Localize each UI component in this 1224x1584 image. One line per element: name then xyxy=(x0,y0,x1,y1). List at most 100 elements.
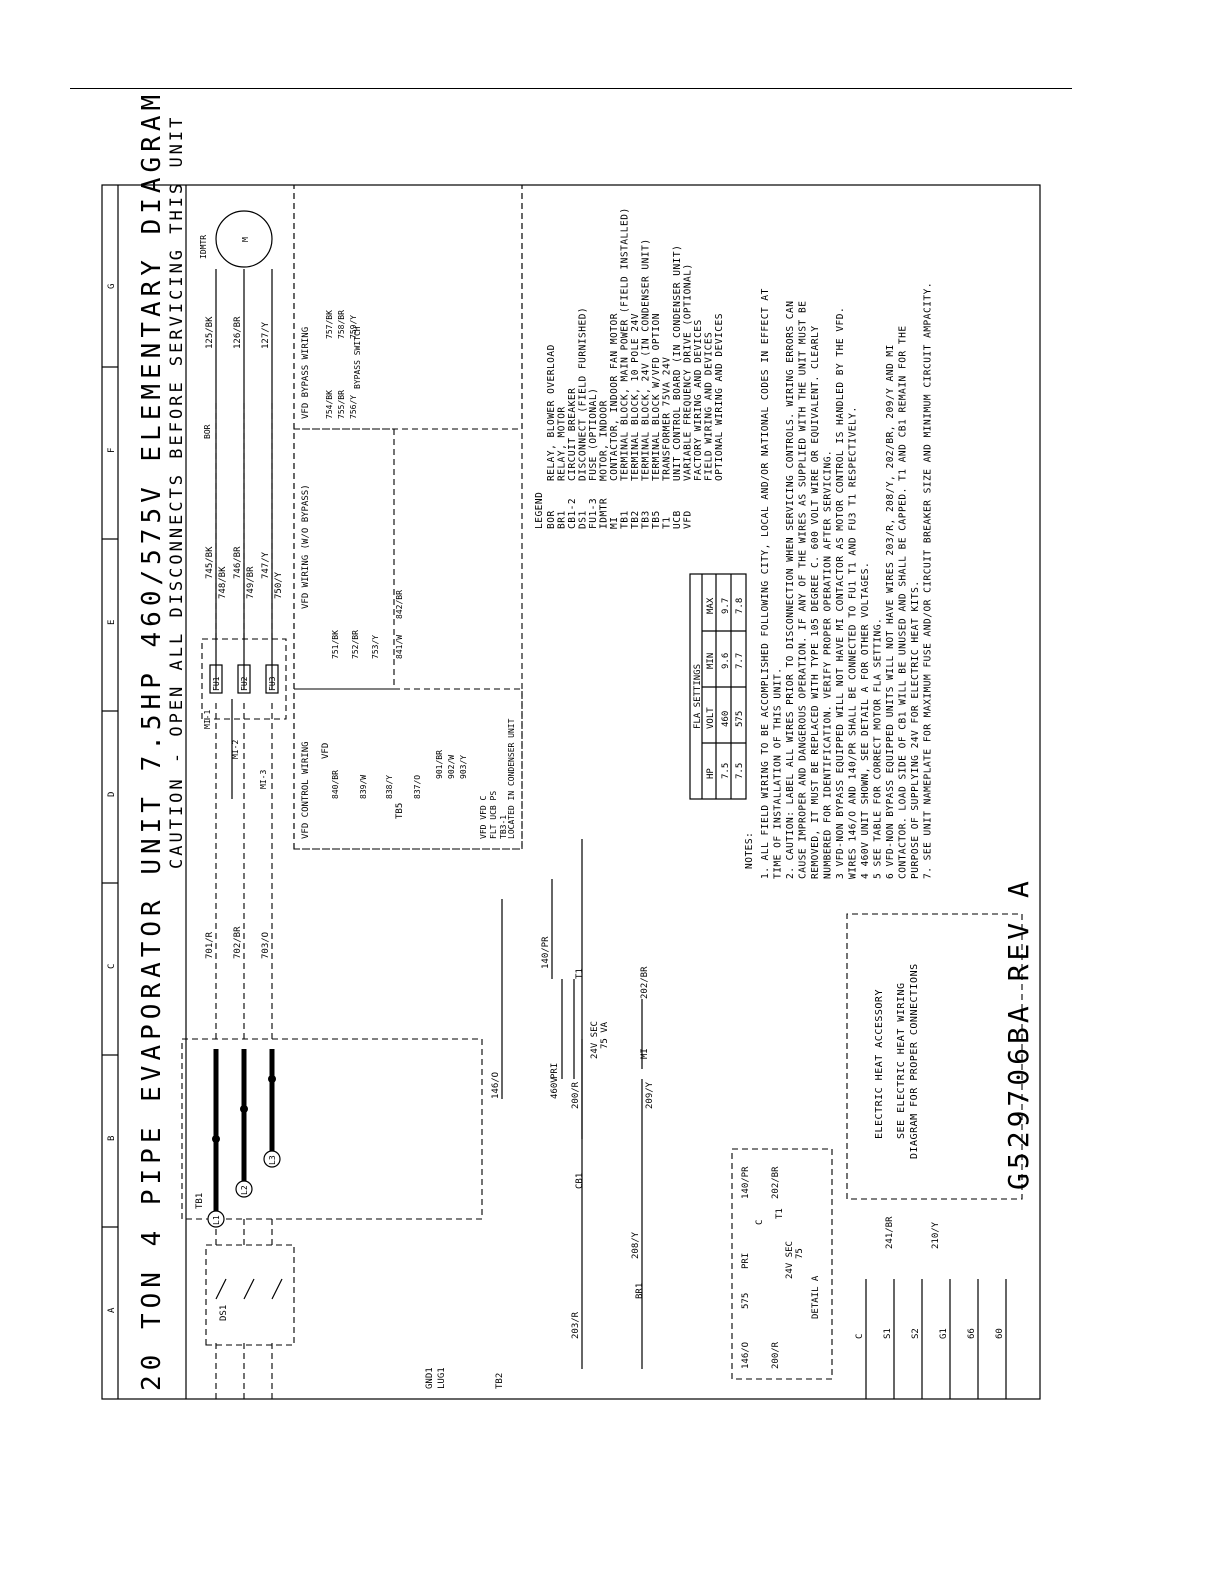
tb2-60: 60 xyxy=(995,1328,1005,1339)
mi2-label: MI-2 xyxy=(231,740,240,759)
wire-901: 901/BR xyxy=(435,750,444,779)
note-line: WIRES 146/O AND 140/PR SHALL BE CONNECTE… xyxy=(848,406,859,879)
wire-126: 126/BR xyxy=(233,316,243,349)
wire-842: 842/BR xyxy=(395,590,404,619)
fla-r2-max: 7.8 xyxy=(735,598,745,614)
ds1-label: DS1 xyxy=(219,1305,229,1321)
caution-text: CAUTION - OPEN ALL DISCONNECTS BEFORE SE… xyxy=(167,115,187,869)
zone-f: F xyxy=(107,448,117,453)
legend-code: TB3 xyxy=(641,510,652,529)
wire-759: 759/Y xyxy=(349,315,358,339)
diagram-title: 20 TON 4 PIPE EVAPORATOR UNIT 7.5HP 460/… xyxy=(137,90,167,1391)
detail-a-140: 140/PR xyxy=(741,1166,751,1199)
wire-755: 755/BR xyxy=(337,390,346,419)
note-line: NUMBERED FOR IDENTIFICATION. VERIFY PROP… xyxy=(823,450,834,879)
zone-c: C xyxy=(107,964,117,969)
wire-758: 758/BR xyxy=(337,310,346,339)
wire-837: 837/O xyxy=(413,775,422,799)
legend-code: TB2 xyxy=(630,510,641,529)
wire-751: 751/BK xyxy=(331,630,340,659)
wire-702: 702/BR xyxy=(233,926,243,959)
idmtr-motor xyxy=(215,210,273,268)
vfd-label: VFD xyxy=(321,743,331,759)
wire-748: 748/BK xyxy=(218,566,228,599)
legend-code: BR1 xyxy=(557,510,568,529)
legend-description: DISCONNECT (FIELD FURNISHED) xyxy=(578,307,589,481)
note-line: REMOVED, IT MUST BE REPLACED WITH TYPE 1… xyxy=(810,325,821,879)
l1-label: L1 xyxy=(212,1215,221,1225)
fla-r1-hp: 7.5 xyxy=(721,763,731,779)
wire-840: 840/BR xyxy=(331,770,340,799)
electric-heat-line2: DIAGRAM FOR PROPER CONNECTIONS xyxy=(909,963,920,1159)
power-section: DS1 TB1 L1 L2 L3 701/R 702/BR 703/O xyxy=(181,210,483,1399)
fla-r2-volt: 575 xyxy=(735,711,745,727)
wire-750: 750/Y xyxy=(274,571,284,599)
notes: NOTES: 1. ALL FIELD WIRING TO BE ACCOMPL… xyxy=(744,282,934,879)
note-line: 2. CAUTION: LABEL ALL WIRES PRIOR TO DIS… xyxy=(785,301,796,879)
legend-description: MOTOR, INDOOR xyxy=(599,400,610,481)
legend-description: FACTORY WIRING AND DEVICES xyxy=(693,319,704,481)
mi-coil-label: MI xyxy=(640,1048,650,1059)
note-line: PURPOSE OF SUPPLYING 24V FOR ELECTRIC HE… xyxy=(910,580,921,879)
wire-203: 203/R xyxy=(571,1311,581,1339)
tb2-c: C xyxy=(855,1334,865,1339)
detail-a-146: 146/O xyxy=(741,1342,751,1369)
legend-description: CIRCUIT BREAKER xyxy=(567,388,578,481)
wire-208: 208/Y xyxy=(631,1231,641,1259)
wire-747: 747/Y xyxy=(261,551,271,579)
wire-745: 745/BK xyxy=(205,546,215,579)
wire-903: 903/Y xyxy=(459,755,468,779)
wire-241: 241/BR xyxy=(885,1216,895,1249)
note-line: 4 460V UNIT SHOWN, SEE DETAIL A FOR OTHE… xyxy=(860,562,871,879)
zone-e: E xyxy=(107,620,117,625)
l3-label: L3 xyxy=(268,1155,277,1165)
legend-code: TB1 xyxy=(620,510,631,529)
wire-701: 701/R xyxy=(205,931,215,959)
wire-839: 839/W xyxy=(359,775,368,799)
vfd-control-title: VFD CONTROL WIRING xyxy=(301,741,311,839)
lug1-label: LUG1 xyxy=(437,1367,447,1389)
l2-label: L2 xyxy=(240,1185,249,1195)
tb2-s1: S1 xyxy=(883,1328,893,1339)
ucb-line1: VFD VFD C xyxy=(479,795,488,839)
detail-a-c: C xyxy=(755,1220,765,1225)
fla-r2-hp: 7.5 xyxy=(735,763,745,779)
wire-125: 125/BK xyxy=(205,316,215,349)
legend-code: FU1-3 xyxy=(588,498,599,529)
detail-a-200: 200/R xyxy=(771,1341,781,1369)
fla-h-volt: VOLT xyxy=(706,707,716,729)
legend-code: UCB xyxy=(672,510,683,529)
zone-g: G xyxy=(107,284,117,289)
legend-description: FIELD WIRING AND DEVICES xyxy=(704,332,715,481)
rotated-sheet: 20 TON 4 PIPE EVAPORATOR UNIT 7.5HP 460/… xyxy=(102,90,1023,1399)
located-in-condenser: LOCATED IN CONDENSER UNIT xyxy=(507,718,516,839)
note-line: CAUSE IMPROPER AND DANGEROUS OPERATION. … xyxy=(798,301,809,879)
wire-756: 756/Y xyxy=(349,395,358,419)
wire-746: 746/BR xyxy=(233,546,243,579)
legend-code: CB1-2 xyxy=(567,498,578,529)
detail-a-sec: 24V SEC xyxy=(785,1241,795,1279)
electric-heat-line1: SEE ELECTRIC HEAT WIRING xyxy=(896,983,907,1140)
wire-757: 757/BK xyxy=(325,310,334,339)
fla-r2-min: 7.7 xyxy=(735,653,745,669)
legend-description: TERMINAL BLOCK, MAIN POWER (FIELD INSTAL… xyxy=(620,207,631,481)
note-line: 6 VFD-NON BYPASS EQUIPPED UNITS WILL NOT… xyxy=(885,344,896,879)
wire-140: 140/PR xyxy=(541,936,551,969)
detail-a-pri: PRI xyxy=(741,1253,751,1269)
legend-code: BOR xyxy=(546,510,557,529)
legend-description: TERMINAL BLOCK, 10 POLE 24V xyxy=(630,313,641,481)
legend-code: IDMTR xyxy=(599,498,610,529)
zone-markers: A B C D E F G xyxy=(102,284,118,1313)
fla-h-min: MIN xyxy=(706,653,716,669)
detail-a-202: 202/BR xyxy=(771,1166,781,1199)
mi1-label: MI-1 xyxy=(203,710,212,729)
note-line: 7. SEE UNIT NAMEPLATE FOR MAXIMUM FUSE A… xyxy=(923,282,934,879)
legend-description: VARIABLE FREQUENCY DRIVE (OPTIONAL) xyxy=(683,263,694,481)
ds1-box xyxy=(205,1244,295,1346)
detail-a-t1: T1 xyxy=(775,1208,785,1219)
legend-description: FUSE (OPTIONAL) xyxy=(588,388,599,481)
wire-838: 838/Y xyxy=(385,775,394,799)
notes-title: NOTES: xyxy=(744,832,755,869)
tb2-s2: S2 xyxy=(911,1328,921,1339)
